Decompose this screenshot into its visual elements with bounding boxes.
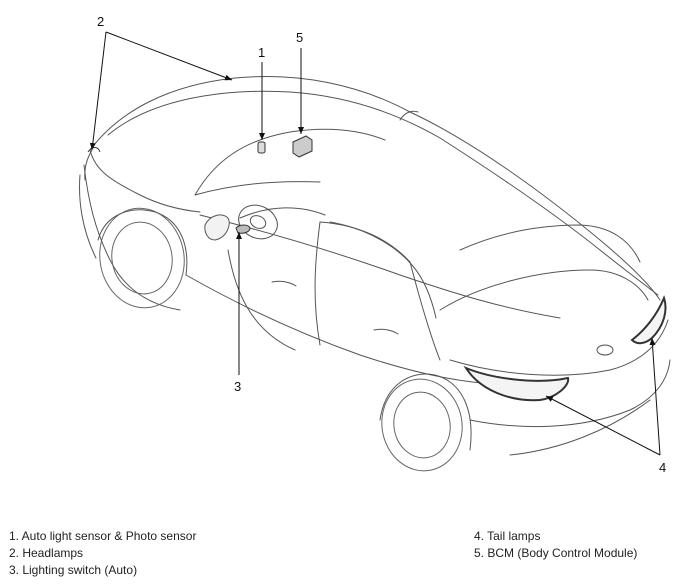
- rear-wheel: [381, 378, 463, 472]
- component-shapes: [87, 135, 667, 402]
- callout-4: 4: [659, 460, 666, 475]
- leader-4-left: [545, 395, 661, 456]
- legend-left: 1. Auto light sensor & Photo sensor 2. H…: [9, 528, 196, 579]
- callout-3: 3: [234, 379, 241, 394]
- tail-lamp-left-shape: [463, 365, 570, 402]
- legend-item-auto-light-sensor: 1. Auto light sensor & Photo sensor: [9, 529, 197, 543]
- wheels: [99, 207, 463, 472]
- side-mirror: [204, 214, 230, 241]
- front-wheel: [99, 207, 185, 309]
- headlamp-shape: [87, 147, 101, 153]
- legend-right: 4. Tail lamps 5. BCM (Body Control Modul…: [474, 528, 637, 562]
- bcm-shape: [292, 135, 313, 158]
- leader-lines: [89, 31, 661, 456]
- legend-item-bcm: 5. BCM (Body Control Module): [474, 546, 638, 560]
- legend-item-lighting-switch: 3. Lighting switch (Auto): [9, 563, 138, 577]
- tail-lamp-right-shape: [630, 295, 667, 345]
- callout-2: 2: [97, 14, 104, 29]
- leader-4-right: [649, 337, 661, 456]
- steering-wheel: [238, 204, 278, 240]
- callout-1: 1: [258, 45, 265, 60]
- legend-item-tail-lamps: 4. Tail lamps: [474, 529, 541, 543]
- leader-2-to-headlamp: [89, 31, 107, 151]
- interior-details: [204, 204, 278, 241]
- car-body-outline: [79, 76, 671, 456]
- lighting-switch-shape: [235, 224, 251, 234]
- leader-2-to-roof: [105, 31, 233, 81]
- auto-light-sensor-shape: [257, 141, 266, 154]
- legend-item-headlamps: 2. Headlamps: [9, 546, 84, 560]
- callout-5: 5: [296, 30, 303, 45]
